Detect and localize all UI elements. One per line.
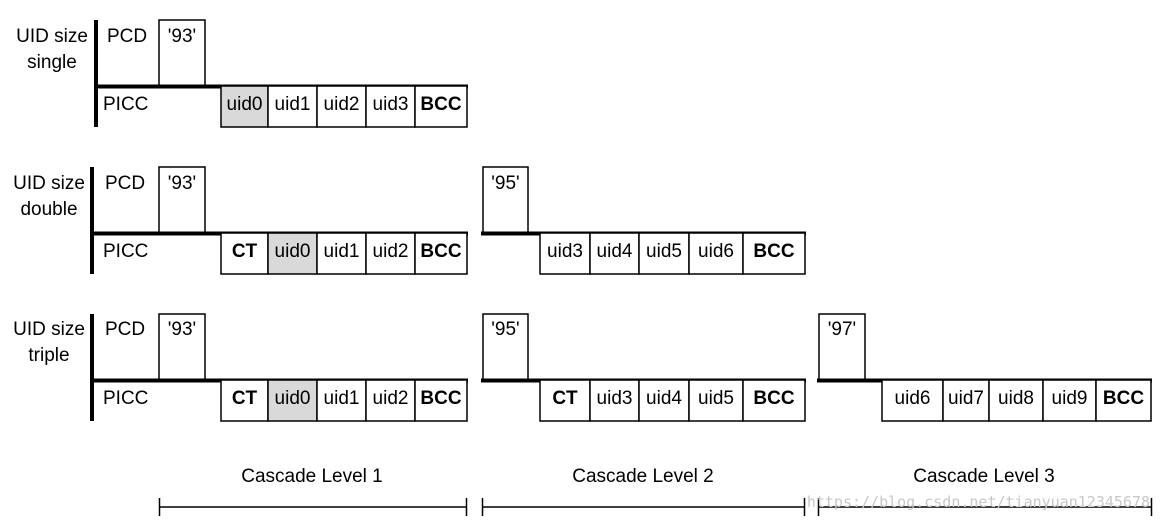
uid-cell [316, 232, 367, 275]
uid-cell-label: uid1 [324, 388, 360, 409]
uid-cell [589, 379, 640, 422]
row-label-line2: single [27, 52, 77, 73]
uid-cell-label: uid2 [324, 94, 360, 115]
bcc-cell [414, 379, 468, 422]
bcc-cell-label: BCC [420, 388, 461, 409]
pcd-label: PCD [105, 173, 145, 194]
uid-cell [638, 232, 690, 275]
uid-cell [267, 379, 318, 422]
bcc-cell-label: BCC [753, 241, 794, 262]
uid-cell [316, 85, 367, 128]
bcc-cell-label: BCC [420, 241, 461, 262]
uid-cell-label: uid7 [948, 388, 984, 409]
bcc-cell [742, 379, 806, 422]
uid-cell-label: uid1 [275, 94, 311, 115]
cascade-level-1-cells: CT uid0 uid1 uid2 BCC [220, 379, 468, 422]
uid-cell-label: uid2 [373, 241, 409, 262]
command-box [158, 313, 206, 381]
uid-cell-label: uid3 [597, 388, 633, 409]
cascade-level-2-cells: uid3 uid4 uid5 uid6 BCC [539, 232, 806, 275]
bcc-cell [414, 85, 468, 128]
picc-label: PICC [103, 241, 148, 262]
uid-cell [365, 379, 416, 422]
pcd-label: PCD [105, 319, 145, 340]
ct-cell-label: CT [232, 241, 258, 262]
cascade-level-2-label: Cascade Level 2 [572, 466, 714, 487]
watermark-text: https://blog.csdn.net/tianyuan12345678 [807, 493, 1150, 511]
uid-cell-label: uid8 [998, 388, 1034, 409]
uid-cell-label: uid6 [698, 241, 734, 262]
cascade-level-3-cells: uid6 uid7 uid8 uid9 BCC [881, 379, 1152, 422]
uid-cell [881, 379, 944, 422]
ct-cell-label: CT [232, 388, 258, 409]
cascade-level-3-label: Cascade Level 3 [913, 466, 1055, 487]
uid-cell [638, 379, 690, 422]
bcc-cell [414, 232, 468, 275]
uid-cell-label: uid4 [646, 388, 682, 409]
cascade-level-2-bracket [481, 498, 806, 516]
command-code: '95' [491, 173, 519, 194]
uid-cell [942, 379, 990, 422]
bcc-cell [1095, 379, 1152, 422]
uid-cell-label: uid0 [275, 388, 311, 409]
uid-cell-label: uid0 [227, 94, 263, 115]
bcc-cell [742, 232, 806, 275]
uid-cell [267, 85, 318, 128]
picc-label: PICC [103, 94, 148, 115]
pcd-label: PCD [107, 26, 147, 47]
uid-cell-label: uid5 [646, 241, 682, 262]
cascade-level-1-bracket [158, 498, 468, 516]
uid-cell-label: uid0 [275, 241, 311, 262]
uid-cell [365, 232, 416, 275]
uid-cell-label: uid2 [373, 388, 409, 409]
uid-cell [589, 232, 640, 275]
ct-cell [539, 379, 591, 422]
bcc-cell-label: BCC [420, 94, 461, 115]
bcc-cell-label: BCC [1103, 388, 1144, 409]
row-label-line1: UID size [13, 173, 85, 194]
uid-cell-label: uid9 [1052, 388, 1088, 409]
uid-cell-label: uid1 [324, 241, 360, 262]
command-code: '95' [491, 319, 519, 340]
uid-cell-label: uid3 [547, 241, 583, 262]
command-code: '97' [828, 319, 856, 340]
command-code: '93' [168, 26, 196, 47]
command-code: '93' [168, 173, 196, 194]
ct-cell-label: CT [552, 388, 578, 409]
cascade-level-1-cells: CT uid0 uid1 uid2 BCC [220, 232, 468, 275]
cascade-level-labels: Cascade Level 1 Cascade Level 2 Cascade … [158, 466, 1153, 516]
uid-cell [688, 379, 744, 422]
row-single: UID size single PCD PICC '93' uid0 uid1 … [16, 19, 468, 128]
command-box [158, 166, 206, 234]
uid-cell-label: uid6 [895, 388, 931, 409]
cascade-level-1-cells: uid0 uid1 uid2 uid3 BCC [220, 85, 468, 128]
row-label-line2: double [20, 199, 77, 220]
uid-cell-label: uid5 [698, 388, 734, 409]
cascade-level-1-label: Cascade Level 1 [241, 466, 383, 487]
uid-cell-label: uid3 [373, 94, 409, 115]
picc-label: PICC [103, 388, 148, 409]
row-label-line1: UID size [16, 26, 88, 47]
ct-cell [220, 379, 269, 422]
cascade-level-2-cells: CT uid3 uid4 uid5 BCC [539, 379, 806, 422]
cascade-level-3-bracket [817, 498, 1153, 516]
row-label-line2: triple [28, 345, 69, 366]
command-code: '93' [168, 319, 196, 340]
row-label-line1: UID size [13, 319, 85, 340]
uid-cell [988, 379, 1044, 422]
row-double: UID size double PCD PICC '93' CT uid0 ui… [13, 166, 806, 275]
bcc-cell-label: BCC [753, 388, 794, 409]
uid-cell [316, 379, 367, 422]
row-triple: UID size triple PCD PICC '93' CT uid0 ui… [13, 313, 1152, 422]
uid-cell-label: uid4 [597, 241, 633, 262]
